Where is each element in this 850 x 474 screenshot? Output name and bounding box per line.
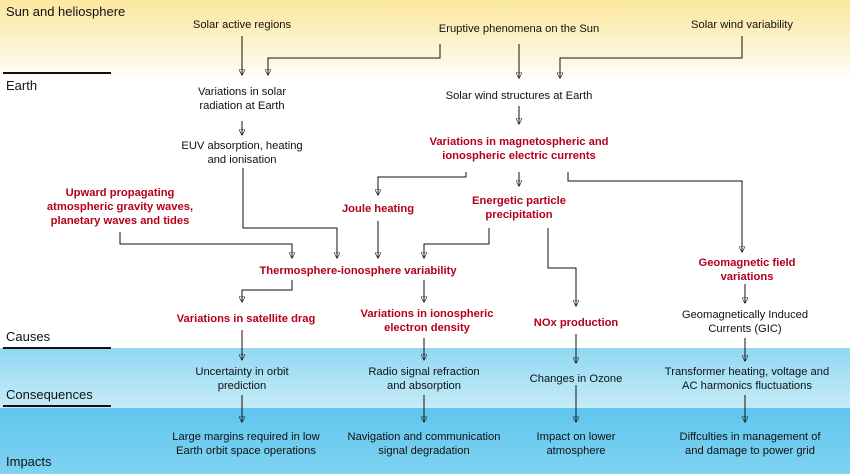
node-text-line: Diffculties in management of [679,431,821,443]
node-text-line: radiation at Earth [199,100,285,112]
node-text-line: electron density [384,322,470,334]
arrow-upward-to-thermo [119,232,292,258]
node-text-line: Geomagnetically Induced [681,309,809,321]
node-text: Variations in satellite drag [176,313,316,325]
section-label-consequences: Consequences [6,387,93,402]
node-variations-solar-radiation: Variations in solar radiation at Earth [198,85,286,113]
node-solar-active-regions: Solar active regions [193,18,291,32]
node-impact-lower-atmosphere: Impact on lower atmosphere [537,430,616,458]
node-text-line: Impact on lower [536,431,616,443]
node-text: Thermosphere-ionosphere variability [259,265,457,277]
node-text-line: Radio signal refraction [368,366,480,378]
node-text-line: atmospheric gravity waves, [46,201,194,213]
node-text: Solar wind structures at Earth [445,90,593,102]
node-text-line: Variations in magnetospheric and [429,136,609,148]
node-power-grid: Diffculties in management of and damage … [680,430,821,458]
node-text-line: Uncertainty in orbit [195,366,289,378]
node-solar-wind-variability: Solar wind variability [691,18,793,32]
node-text-line: Large margins required in low [172,431,320,443]
node-ionospheric-electron-density: Variations in ionospheric electron densi… [360,307,493,335]
node-text-line: AC harmonics fluctuations [682,380,812,392]
node-text-line: precipitation [485,209,553,221]
node-text-line: EUV absorption, heating [181,140,303,152]
node-text-line: Variations in ionospheric [360,308,494,320]
node-geomagnetic-field: Geomagnetic field variations [699,256,796,284]
node-text-line: and absorption [386,380,462,392]
node-text-line: ionospheric electric currents [442,150,596,162]
node-changes-ozone: Changes in Ozone [530,372,623,386]
node-text-line: variations [720,271,774,283]
node-nox-production: NOx production [534,316,619,330]
node-text-line: signal degradation [378,445,470,457]
node-variations-magnetospheric: Variations in magnetospheric and ionosph… [429,135,608,163]
node-euv-absorption: EUV absorption, heating and ionisation [181,139,302,167]
arrow-particles-to-nox [547,228,576,306]
node-text: Eruptive phenomena on the Sun [438,23,600,35]
node-text-line: and ionisation [207,154,277,166]
node-text-line: Variations in solar [197,86,287,98]
node-text-line: prediction [217,380,267,392]
node-eruptive-phenomena: Eruptive phenomena on the Sun [439,22,599,36]
node-navigation-degradation: Navigation and communication signal degr… [348,430,501,458]
section-label-sun: Sun and heliosphere [6,4,126,19]
arrow-currents-to-joule [378,172,467,195]
section-label-causes: Causes [6,329,51,344]
node-energetic-particle: Energetic particle precipitation [472,194,566,222]
node-text-line: Transformer heating, voltage and [664,366,830,378]
section-rule-causes [3,347,111,349]
arrow-euv-to-thermo [242,168,337,258]
node-text-line: Currents (GIC) [708,323,782,335]
arrow-currents-to-geomag [567,172,742,252]
node-text-line: Navigation and communication [347,431,501,443]
arrow-thermo-to-drag [242,280,293,302]
node-solar-wind-structures: Solar wind structures at Earth [446,89,593,103]
node-text: NOx production [533,317,619,329]
arrow-eruptive-to-radiation [268,44,441,75]
section-rule-sun [3,72,111,74]
node-text-line: Geomagnetic field [698,257,796,269]
arrow-particles-to-thermo [424,228,490,258]
node-text-line: Earth orbit space operations [176,445,316,457]
section-rule-consequences [3,405,111,407]
node-gic: Geomagnetically Induced Currents (GIC) [682,308,808,336]
node-uncertainty-orbit: Uncertainty in orbit prediction [195,365,288,393]
node-text: Solar active regions [192,19,292,31]
section-label-impacts: Impacts [6,454,52,469]
node-text-line: Upward propagating [65,187,175,199]
node-joule-heating: Joule heating [342,202,414,216]
node-large-margins: Large margins required in low Earth orbi… [172,430,319,458]
node-satellite-drag: Variations in satellite drag [177,312,316,326]
band-sun-heliosphere [0,0,850,75]
node-text-line: Energetic particle [472,195,566,207]
node-text-line: and damage to power grid [685,445,815,457]
section-label-earth: Earth [6,78,38,93]
node-thermosphere-ionosphere: Thermosphere-ionosphere variability [259,264,456,278]
node-text: Solar wind variability [691,19,793,31]
node-text: Joule heating [341,203,415,215]
arrow-windvar-to-windstructures [560,36,743,78]
node-text-line: planetary waves and tides [50,215,190,227]
node-transformer-heating: Transformer heating, voltage and AC harm… [665,365,829,393]
node-text-line: atmosphere [546,445,606,457]
node-radio-signal: Radio signal refraction and absorption [368,365,479,393]
node-text: Changes in Ozone [529,373,623,385]
node-upward-propagating: Upward propagating atmospheric gravity w… [47,186,193,228]
